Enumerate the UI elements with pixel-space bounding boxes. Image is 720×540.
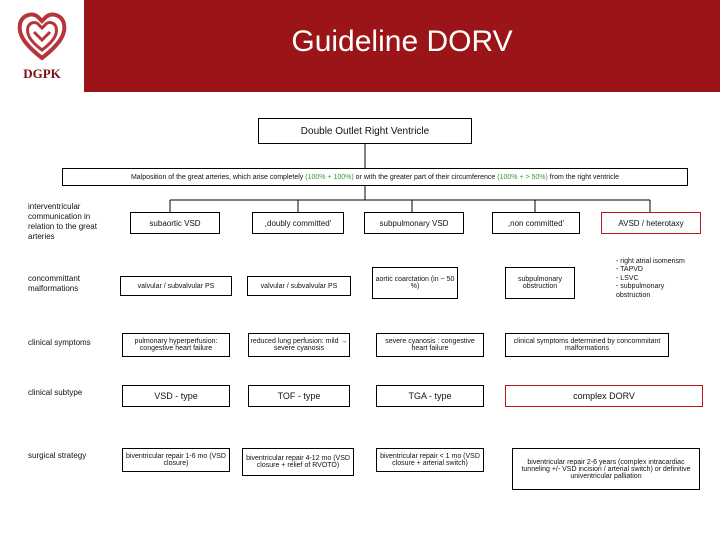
vsd-subaortic-box: subaortic VSD [130, 212, 220, 234]
symptom-box-2: reduced lung perfusion: mild → severe cy… [248, 333, 350, 357]
row-label-strategy: surgical strategy [28, 451, 87, 460]
vsd-subpulmonary-box: subpulmonary VSD [364, 212, 464, 234]
malformation-box-5: - right atrial isomerism - TAPVD - LSVC … [616, 258, 685, 299]
dgpk-logo: DGPK [0, 0, 84, 92]
malformation-box-3: aortic coarctation (in ~ 50 %) [372, 267, 458, 299]
header-bar: DGPK Guideline DORV [0, 0, 720, 92]
row-label-malformations: concommittant malformations [28, 274, 81, 293]
logo-text: DGPK [23, 66, 61, 81]
strategy-box-1: biventricular repair 1-6 mo (VSD closure… [122, 448, 230, 472]
malformation-box-4: subpulmonary obstruction [505, 267, 575, 299]
strategy-box-3: biventricular repair < 1 mo (VSD closure… [376, 448, 484, 472]
malformation-box-1: valvular / subvalvular PS [120, 276, 232, 296]
strategy-box-2: biventricular repair 4-12 mo (VSD closur… [242, 448, 354, 476]
vsd-non-committed-box: ,non committed' [492, 212, 580, 234]
symptom-box-4: clinical symptoms determined by concommi… [505, 333, 669, 357]
row-label-subtype: clinical subtype [28, 388, 83, 397]
main-box-label: Double Outlet Right Ventricle [300, 125, 430, 137]
row-label-symptoms: clinical symptoms [28, 338, 91, 347]
main-box: Double Outlet Right Ventricle [258, 118, 472, 144]
subtype-box-2: TOF - type [248, 385, 350, 407]
strategy-box-4: biventricular repair 2-6 years (complex … [512, 448, 700, 490]
heart-logo-icon [17, 12, 67, 61]
symptom-box-1: pulmonary hyperperfusion: congestive hea… [122, 333, 230, 357]
definition-box: Malposition of the great arteries, which… [62, 168, 688, 186]
malformation-box-2: valvular / subvalvular PS [247, 276, 351, 296]
page-title: Guideline DORV [291, 25, 513, 58]
subtype-box-3: TGA - type [376, 385, 484, 407]
vsd-doubly-committed-box: ,doubly committed' [252, 212, 344, 234]
avsd-heterotaxy-box: AVSD / heterotaxy [601, 212, 701, 234]
row-label-vsd: interventricular communication in relati… [28, 202, 97, 241]
subtype-box-4: complex DORV [505, 385, 703, 407]
symptom-box-3: severe cyanosis : congestive heart failu… [376, 333, 484, 357]
definition-text: Malposition of the great arteries, which… [130, 173, 620, 181]
subtype-box-1: VSD - type [122, 385, 230, 407]
